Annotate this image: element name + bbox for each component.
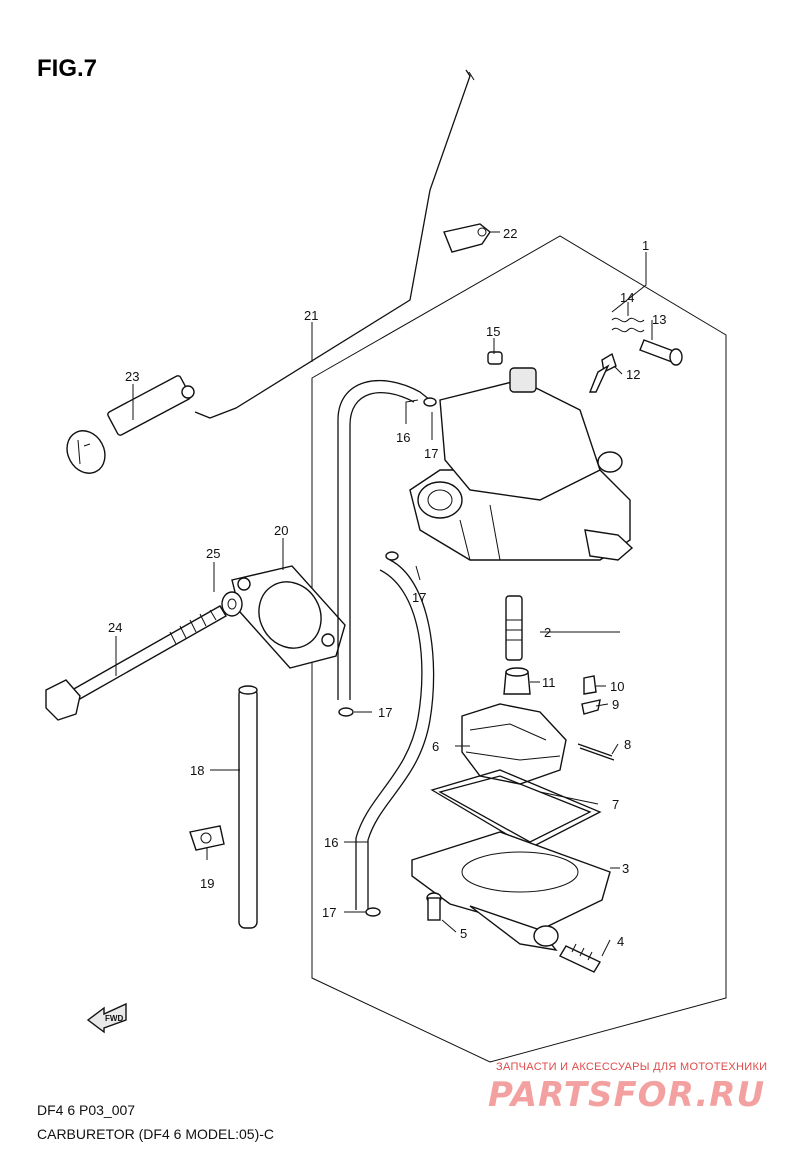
callout-10: 10 bbox=[610, 679, 624, 694]
diagram-code: DF4 6 P03_007 bbox=[37, 1102, 135, 1118]
float-pin bbox=[577, 743, 613, 757]
drain-screw bbox=[559, 943, 601, 973]
main-jet bbox=[503, 667, 531, 695]
diagram-caption: CARBURETOR (DF4 6 MODEL:05)-C bbox=[37, 1126, 274, 1142]
fwd-label: FWD bbox=[105, 1014, 123, 1023]
callout-4: 4 bbox=[617, 934, 624, 949]
cable-clip bbox=[443, 223, 491, 253]
float-chamber-screw bbox=[426, 892, 442, 921]
callout-20: 20 bbox=[274, 523, 288, 538]
choke-knob bbox=[66, 375, 195, 474]
callout-24: 24 bbox=[108, 620, 122, 635]
throttle-stop-screw bbox=[639, 339, 683, 366]
assembly-outline bbox=[311, 235, 727, 1063]
float bbox=[461, 703, 567, 785]
callout-3: 3 bbox=[622, 861, 629, 876]
float-chamber bbox=[411, 831, 611, 951]
callout-1: 1 bbox=[642, 238, 649, 253]
callout-16-upper: 16 bbox=[396, 430, 410, 445]
callout-22: 22 bbox=[503, 226, 517, 241]
needle-clip bbox=[581, 699, 601, 715]
tube-clip bbox=[189, 825, 225, 851]
needle-valve bbox=[583, 675, 597, 695]
stop-screw-spring bbox=[611, 317, 645, 333]
callout-15: 15 bbox=[486, 324, 500, 339]
callout-16-lower: 16 bbox=[324, 835, 338, 850]
callout-8: 8 bbox=[624, 737, 631, 752]
callout-17-bottom: 17 bbox=[322, 905, 336, 920]
watermark-tagline: ЗАПЧАСТИ И АКСЕССУАРЫ ДЛЯ МОТОТЕХНИКИ bbox=[496, 1061, 767, 1073]
callout-13: 13 bbox=[652, 312, 666, 327]
callout-11: 11 bbox=[542, 675, 556, 690]
callout-17-mid: 17 bbox=[412, 590, 426, 605]
callout-2: 2 bbox=[544, 625, 551, 640]
callout-14: 14 bbox=[620, 290, 634, 305]
callout-19: 19 bbox=[200, 876, 214, 891]
callout-5: 5 bbox=[460, 926, 467, 941]
callout-17-right: 17 bbox=[378, 705, 392, 720]
fuel-hose-lower bbox=[367, 559, 435, 910]
callout-17-top: 17 bbox=[424, 446, 438, 461]
leader-lines bbox=[115, 231, 653, 957]
mounting-bolt bbox=[45, 605, 227, 721]
pilot-screw bbox=[588, 352, 617, 393]
callout-21: 21 bbox=[304, 308, 318, 323]
callout-25: 25 bbox=[206, 546, 220, 561]
carburetor-body bbox=[409, 367, 634, 561]
insulator-gasket bbox=[231, 565, 346, 669]
choke-rod bbox=[194, 69, 471, 419]
callout-6: 6 bbox=[432, 739, 439, 754]
callout-23: 23 bbox=[125, 369, 139, 384]
fwd-arrow-icon: FWD bbox=[86, 1002, 127, 1034]
float-chamber-gasket bbox=[430, 769, 602, 849]
fuel-hose-upper bbox=[337, 379, 431, 700]
main-nozzle bbox=[505, 595, 523, 661]
watermark-brand: PARTSFOR.RU bbox=[488, 1075, 765, 1115]
drain-tube bbox=[238, 685, 258, 929]
plug bbox=[487, 351, 503, 365]
figure-title: FIG.7 bbox=[37, 55, 97, 82]
washer bbox=[221, 591, 243, 617]
callout-9: 9 bbox=[612, 697, 619, 712]
callout-18: 18 bbox=[190, 763, 204, 778]
callout-7: 7 bbox=[612, 797, 619, 812]
hose-clip-set bbox=[338, 397, 437, 917]
callout-12: 12 bbox=[626, 367, 640, 382]
